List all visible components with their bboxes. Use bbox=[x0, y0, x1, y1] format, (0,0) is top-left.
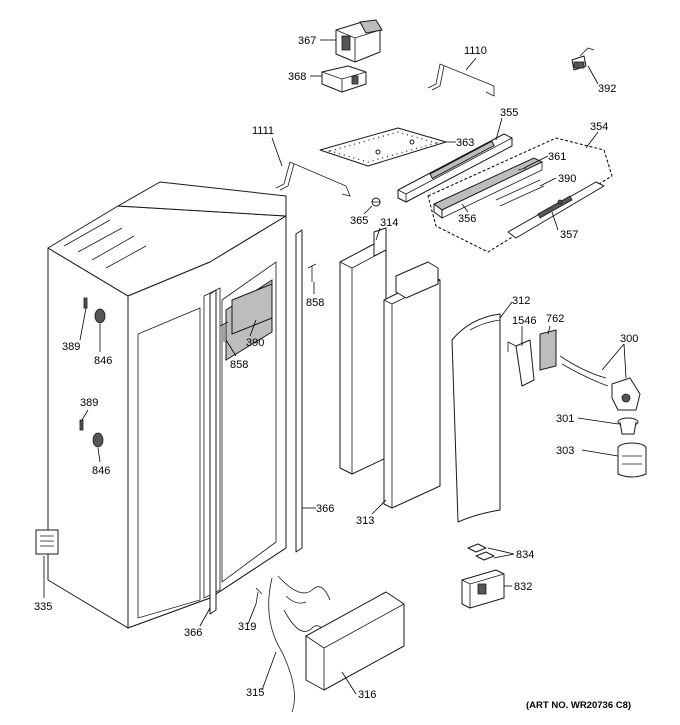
callout-858-lower: 858 bbox=[230, 359, 248, 371]
callout-303: 303 bbox=[556, 445, 574, 457]
callout-361: 361 bbox=[548, 151, 566, 163]
callout-389-upper: 389 bbox=[62, 341, 80, 353]
part-314-drawing bbox=[339, 227, 387, 475]
callout-858-upper: 858 bbox=[306, 297, 324, 309]
callout-762: 762 bbox=[546, 313, 564, 325]
callout-390-lower: 390 bbox=[246, 337, 264, 349]
part-354-group-drawing bbox=[427, 137, 613, 253]
part-303-drawing bbox=[617, 442, 647, 478]
callout-300: 300 bbox=[620, 333, 638, 345]
callout-834: 834 bbox=[516, 549, 534, 561]
callout-1111: 1111 bbox=[252, 125, 274, 137]
callout-390-upper: 390 bbox=[558, 173, 576, 185]
callout-392: 392 bbox=[598, 83, 616, 95]
callout-356: 356 bbox=[458, 213, 476, 225]
part-1111-drawing bbox=[275, 161, 351, 197]
callout-319: 319 bbox=[238, 621, 256, 633]
callout-846-lower: 846 bbox=[92, 465, 110, 477]
part-1110-drawing bbox=[427, 63, 495, 97]
art-number: (ART NO. WR20736 C8) bbox=[526, 700, 631, 711]
part-313-drawing bbox=[383, 261, 441, 509]
callout-368: 368 bbox=[288, 71, 306, 83]
part-319-drawing bbox=[255, 587, 263, 605]
callout-357: 357 bbox=[560, 229, 578, 241]
callout-301: 301 bbox=[556, 413, 574, 425]
part-392-drawing bbox=[571, 47, 595, 71]
callout-313: 313 bbox=[356, 515, 374, 527]
part-335-drawing bbox=[35, 529, 59, 555]
part-834-drawing bbox=[467, 543, 495, 561]
part-367-drawing bbox=[335, 19, 383, 63]
callout-846-upper: 846 bbox=[94, 355, 112, 367]
callout-389-lower: 389 bbox=[80, 397, 98, 409]
part-1546-762-drawing bbox=[507, 329, 557, 387]
callout-labels: 367 368 1110 392 1111 363 355 354 361 39… bbox=[34, 35, 638, 711]
part-368-drawing bbox=[321, 65, 367, 93]
part-355-drawing bbox=[397, 133, 513, 203]
part-300-drawing bbox=[559, 355, 641, 411]
callout-832: 832 bbox=[514, 581, 532, 593]
callout-366-bottom: 366 bbox=[184, 627, 202, 639]
callout-1546: 1546 bbox=[512, 315, 536, 327]
callout-354: 354 bbox=[590, 121, 608, 133]
part-301-drawing bbox=[617, 417, 639, 435]
part-858a-drawing bbox=[307, 263, 317, 282]
callout-1110: 1110 bbox=[464, 45, 487, 57]
callout-355: 355 bbox=[500, 107, 518, 119]
callout-314: 314 bbox=[380, 217, 398, 229]
part-363-drawing bbox=[319, 127, 447, 167]
part-316-drawing bbox=[305, 591, 405, 691]
callout-366-right: 366 bbox=[316, 503, 334, 515]
part-390b-drawing bbox=[219, 283, 273, 342]
part-312-drawing bbox=[451, 313, 501, 523]
callout-367: 367 bbox=[298, 35, 316, 47]
part-365-drawing bbox=[371, 197, 381, 207]
leader-lines bbox=[43, 39, 627, 695]
part-366-drawing bbox=[209, 229, 303, 615]
callout-312: 312 bbox=[512, 295, 530, 307]
callout-365: 365 bbox=[350, 215, 368, 227]
callout-316: 316 bbox=[358, 689, 376, 701]
callout-315: 315 bbox=[246, 687, 264, 699]
part-832-drawing bbox=[461, 569, 505, 609]
callout-363: 363 bbox=[456, 137, 474, 149]
callout-335: 335 bbox=[34, 601, 52, 613]
